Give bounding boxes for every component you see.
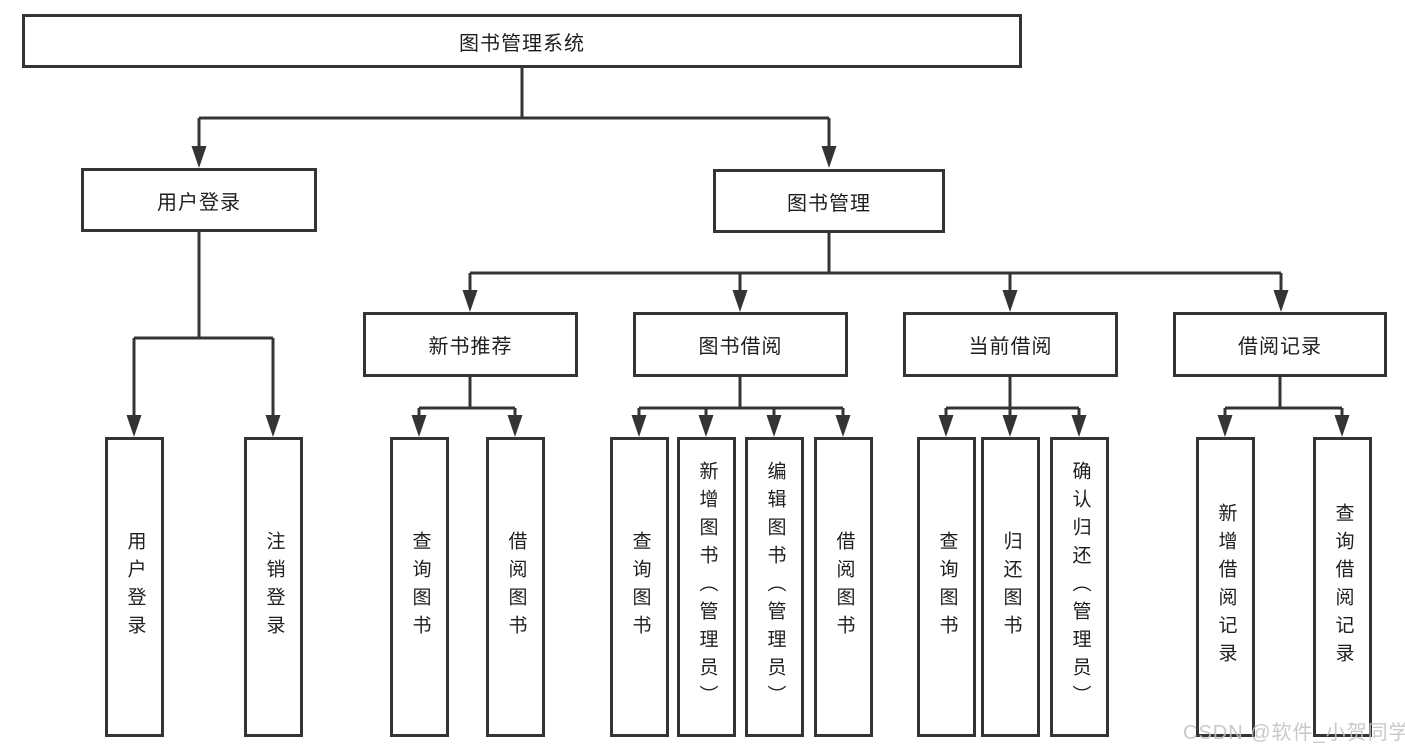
node-user-login: 用户登录 <box>81 168 317 232</box>
node-new-book-recommend-label: 新书推荐 <box>428 336 513 358</box>
leaf-user-login: 用户登录 <box>105 437 164 737</box>
leaf-bb-query-books-label: 查询图书 <box>629 531 651 643</box>
node-borrow-records-label: 借阅记录 <box>1238 336 1322 358</box>
node-current-borrowing-label: 当前借阅 <box>968 336 1053 358</box>
leaf-bb-edit-books-admin: 编辑图书（管理员） <box>745 437 804 737</box>
node-root: 图书管理系统 <box>22 14 1022 68</box>
csdn-watermark: CSDN @软件_小贺同学 <box>1183 722 1405 744</box>
leaf-bb-add-books-admin-label: 新增图书（管理员） <box>696 461 718 713</box>
leaf-br-add-record-label: 新增借阅记录 <box>1215 503 1237 671</box>
leaf-bb-borrow-books-label: 借阅图书 <box>833 531 855 643</box>
node-book-borrowing-label: 图书借阅 <box>698 336 783 358</box>
leaf-cb-confirm-return-admin-label: 确认归还（管理员） <box>1069 461 1091 713</box>
leaf-user-login-label: 用户登录 <box>124 531 146 643</box>
leaf-cb-confirm-return-admin: 确认归还（管理员） <box>1050 437 1109 737</box>
leaf-br-add-record: 新增借阅记录 <box>1196 437 1255 737</box>
leaf-cb-query-books: 查询图书 <box>917 437 976 737</box>
leaf-bb-add-books-admin: 新增图书（管理员） <box>677 437 736 737</box>
node-new-book-recommend: 新书推荐 <box>363 312 578 377</box>
leaf-nbr-borrow-books: 借阅图书 <box>486 437 545 737</box>
node-book-management: 图书管理 <box>713 169 945 233</box>
arrowheads <box>126 146 1350 437</box>
leaf-nbr-query-books-label: 查询图书 <box>409 531 431 643</box>
leaf-bb-edit-books-admin-label: 编辑图书（管理员） <box>764 461 786 713</box>
node-borrow-records: 借阅记录 <box>1173 312 1387 377</box>
leaf-logout-label: 注销登录 <box>263 531 285 643</box>
leaf-cb-return-books: 归还图书 <box>981 437 1040 737</box>
leaf-cb-query-books-label: 查询图书 <box>936 531 958 643</box>
leaf-bb-query-books: 查询图书 <box>610 437 669 737</box>
node-book-management-label: 图书管理 <box>787 192 871 215</box>
leaf-cb-return-books-label: 归还图书 <box>1000 531 1022 643</box>
leaf-br-query-record-label: 查询借阅记录 <box>1332 503 1354 671</box>
leaf-br-query-record: 查询借阅记录 <box>1313 437 1372 737</box>
node-current-borrowing: 当前借阅 <box>903 312 1118 377</box>
node-user-login-label: 用户登录 <box>157 191 241 214</box>
leaf-logout: 注销登录 <box>244 437 303 737</box>
node-root-label: 图书管理系统 <box>459 32 585 55</box>
leaf-nbr-query-books: 查询图书 <box>390 437 449 737</box>
leaf-bb-borrow-books: 借阅图书 <box>814 437 873 737</box>
leaf-nbr-borrow-books-label: 借阅图书 <box>505 531 527 643</box>
node-book-borrowing: 图书借阅 <box>633 312 848 377</box>
